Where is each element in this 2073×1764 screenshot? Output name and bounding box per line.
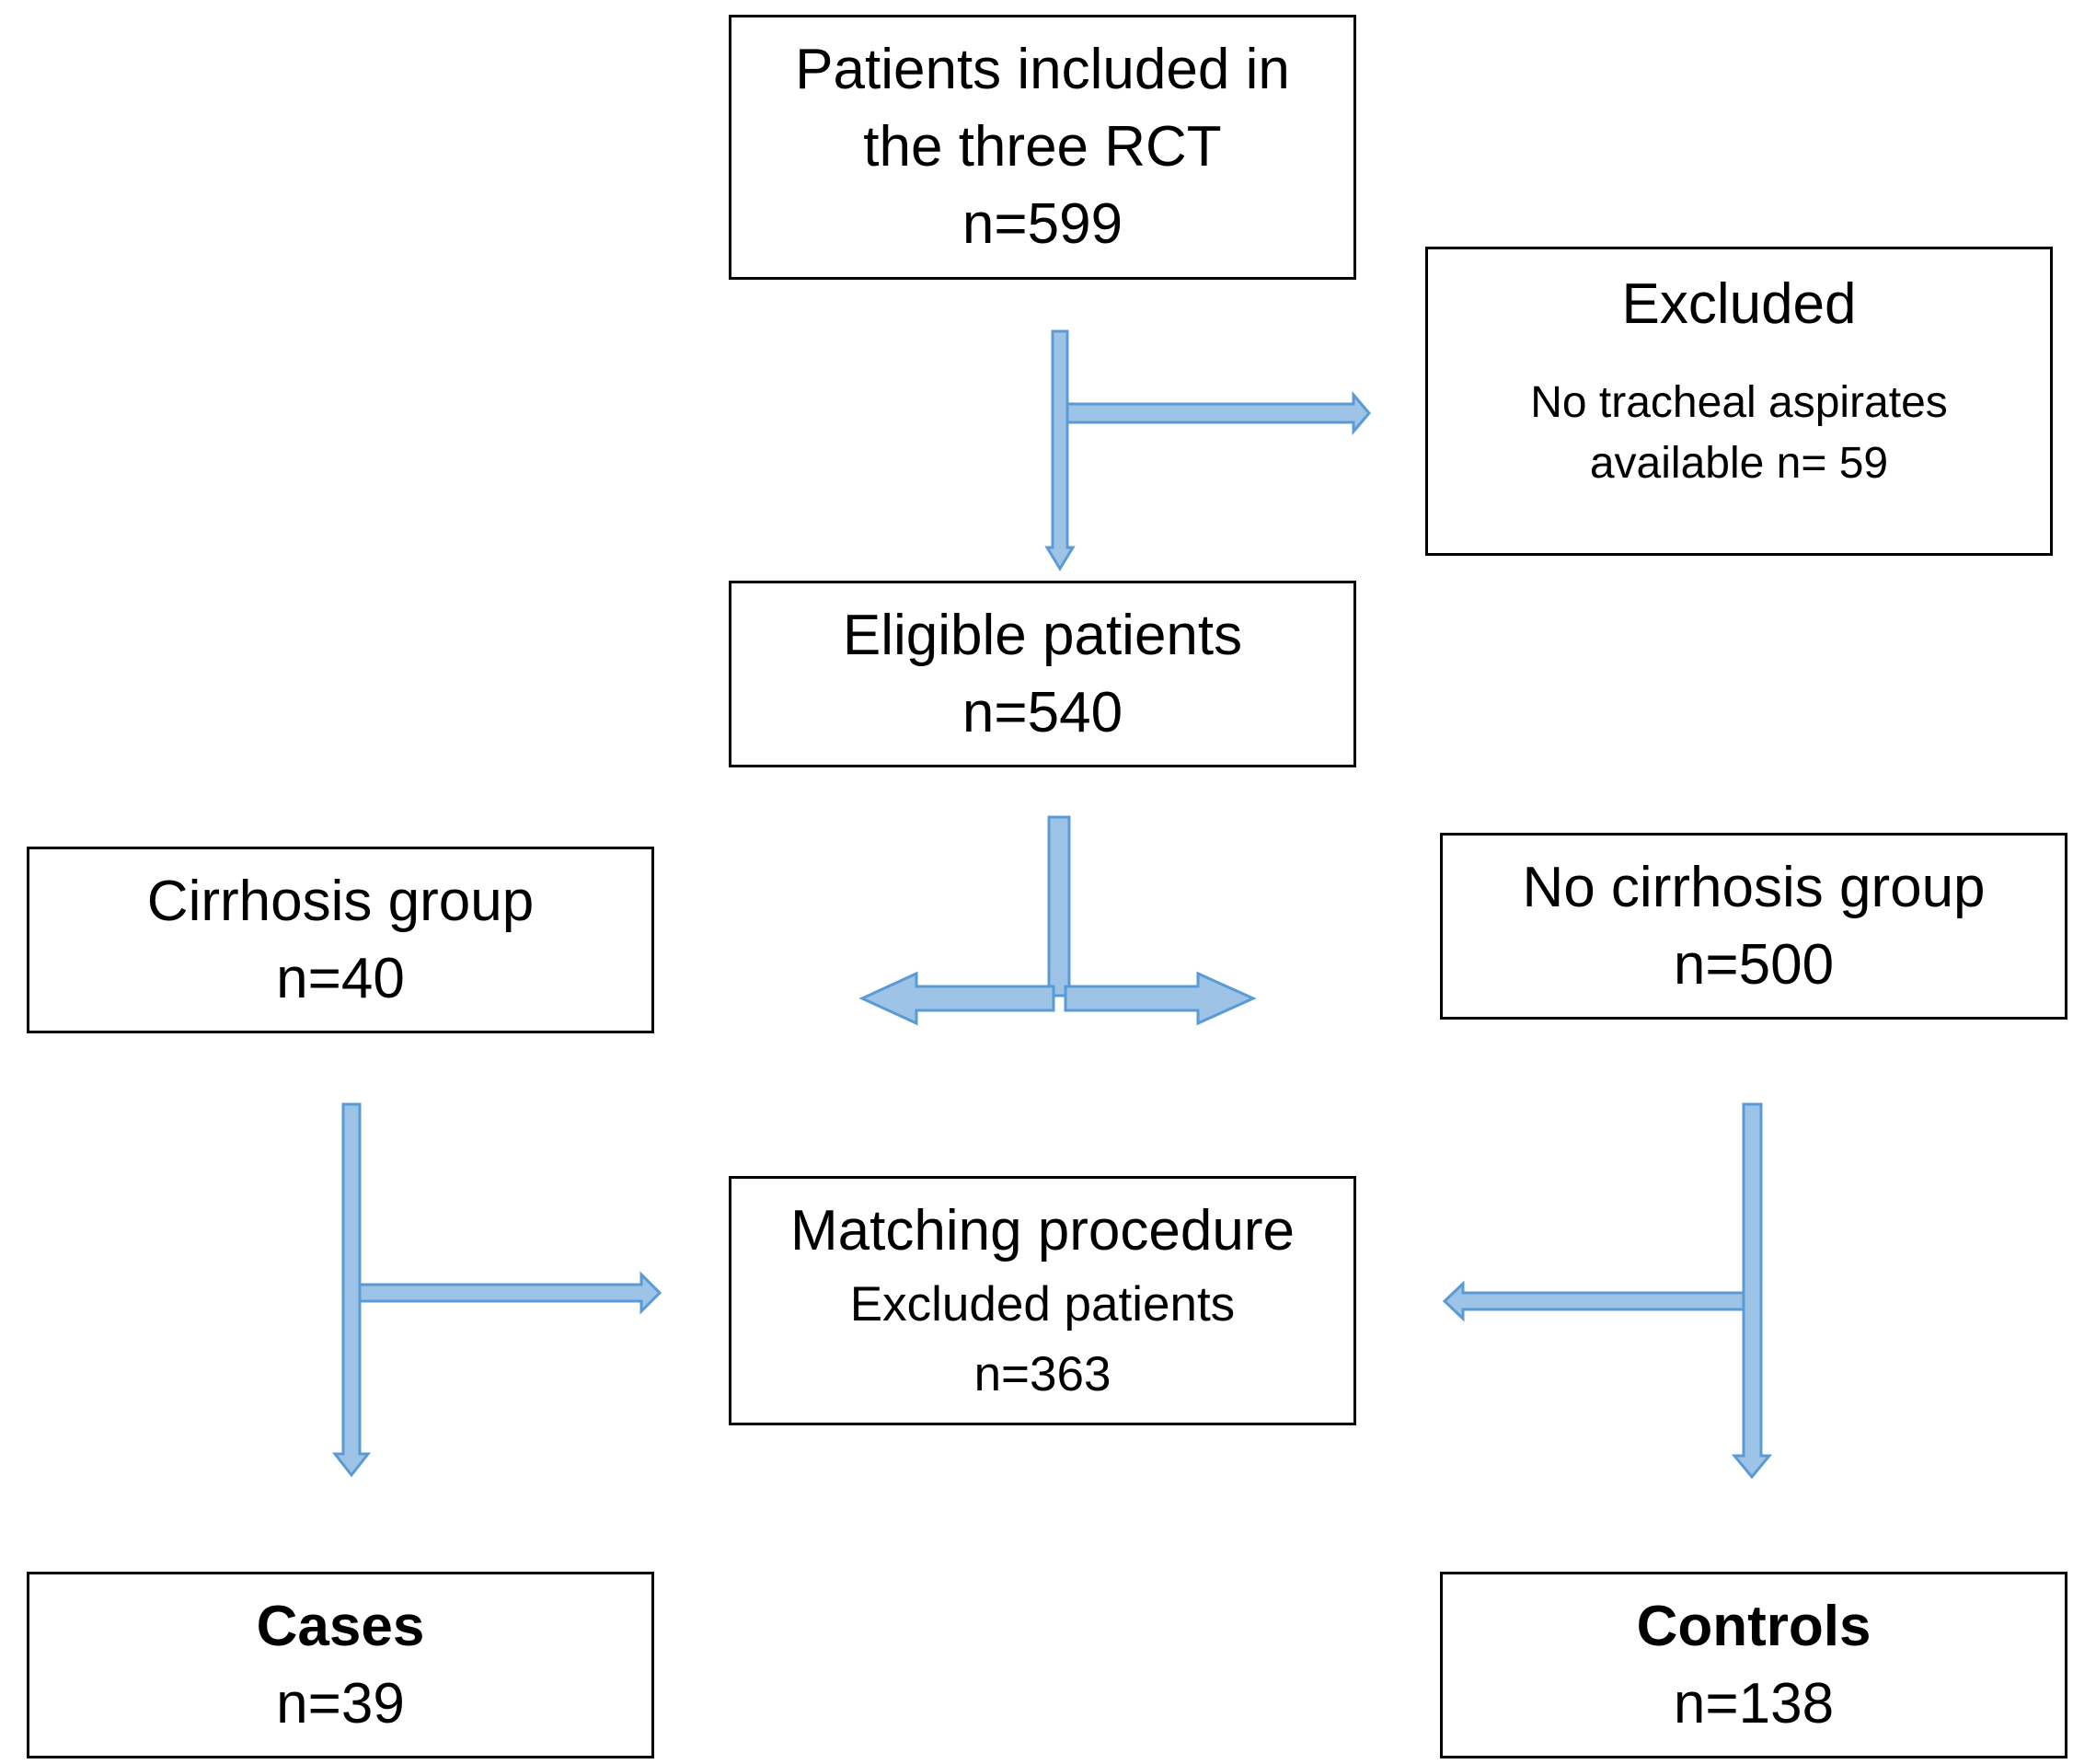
box-excluded-title: Excluded: [1621, 272, 1857, 336]
arrow-cirrhosis-to-matching: [358, 1271, 662, 1315]
box-cases: Cases n=39: [27, 1572, 654, 1758]
box-excluded-line2: available n= 59: [1589, 439, 1889, 488]
box-cirrhosis-title: Cirrhosis group: [146, 869, 535, 933]
arrow-split-left: [858, 971, 1055, 1026]
box-excluded: Excluded No tracheal aspirates available…: [1425, 247, 2053, 556]
box-cirrhosis-count: n=40: [276, 946, 405, 1010]
box-cirrhosis-group: Cirrhosis group n=40: [27, 847, 654, 1033]
arrow-nocirrhosis-to-controls: [1731, 1102, 1773, 1480]
box-matching-procedure: Matching procedure Excluded patients n=3…: [729, 1176, 1356, 1425]
arrow-nocirrhosis-to-matching: [1442, 1280, 1745, 1322]
box-eligible-patients: Eligible patients n=540: [729, 581, 1356, 767]
box-matching-subtitle: Excluded patients: [849, 1276, 1236, 1332]
box-cases-count: n=39: [276, 1671, 405, 1735]
box-matching-title: Matching procedure: [790, 1198, 1295, 1262]
box-no-cirrhosis-count: n=500: [1673, 932, 1835, 997]
box-matching-count: n=363: [973, 1346, 1111, 1401]
box-controls-count: n=138: [1673, 1671, 1835, 1735]
arrow-eligible-split-stem: [1047, 815, 1071, 997]
arrow-start-to-eligible: [1044, 329, 1076, 571]
box-cases-title: Cases: [256, 1594, 425, 1658]
box-no-cirrhosis-title: No cirrhosis group: [1522, 855, 1986, 919]
box-included-patients: Patients included in the three RCT n=599: [729, 15, 1356, 280]
arrow-cirrhosis-to-cases: [331, 1102, 372, 1478]
box-controls-title: Controls: [1636, 1594, 1871, 1658]
box-included-line1: Patients included in: [795, 38, 1290, 101]
box-included-count: n=599: [962, 192, 1123, 256]
box-included-line2: the three RCT: [863, 115, 1222, 179]
box-excluded-line1: No tracheal aspirates: [1530, 378, 1948, 427]
box-no-cirrhosis-group: No cirrhosis group n=500: [1440, 833, 2067, 1020]
arrow-to-excluded: [1065, 390, 1371, 436]
box-eligible-title: Eligible patients: [842, 603, 1243, 667]
box-eligible-count: n=540: [962, 680, 1123, 744]
arrow-split-right: [1064, 971, 1257, 1026]
box-controls: Controls n=138: [1440, 1572, 2067, 1758]
